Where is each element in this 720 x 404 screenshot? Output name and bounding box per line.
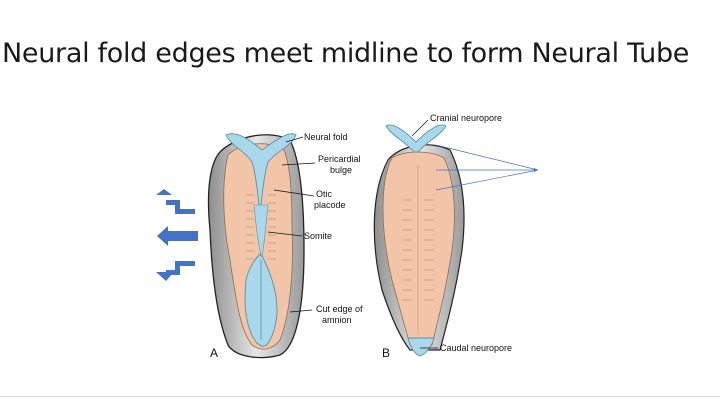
arrow-left-down-icon <box>156 261 195 281</box>
label-cranial-neuropore: Cranial neuropore <box>430 113 502 123</box>
label-amnion-line2: amnion <box>322 315 352 325</box>
panel-letter-b: B <box>382 346 390 360</box>
embryo-b <box>374 120 464 356</box>
panel-letter-a: A <box>210 346 218 360</box>
label-caudal-neuropore: Caudal neuropore <box>440 343 512 353</box>
label-pericardial-line2: bulge <box>330 165 352 175</box>
arrow-left-icon <box>157 226 198 246</box>
arrow-left-up-icon <box>156 189 195 214</box>
label-otic-line1: Otic <box>316 189 333 199</box>
embryo-a <box>209 134 316 358</box>
label-somite: Somite <box>304 231 332 241</box>
bottom-divider <box>0 396 720 397</box>
label-neural-fold: Neural fold <box>304 132 348 142</box>
label-amnion-line1: Cut edge of <box>316 304 363 314</box>
label-pericardial-line1: Pericardial <box>318 154 361 164</box>
label-otic-line2: placode <box>314 200 346 210</box>
